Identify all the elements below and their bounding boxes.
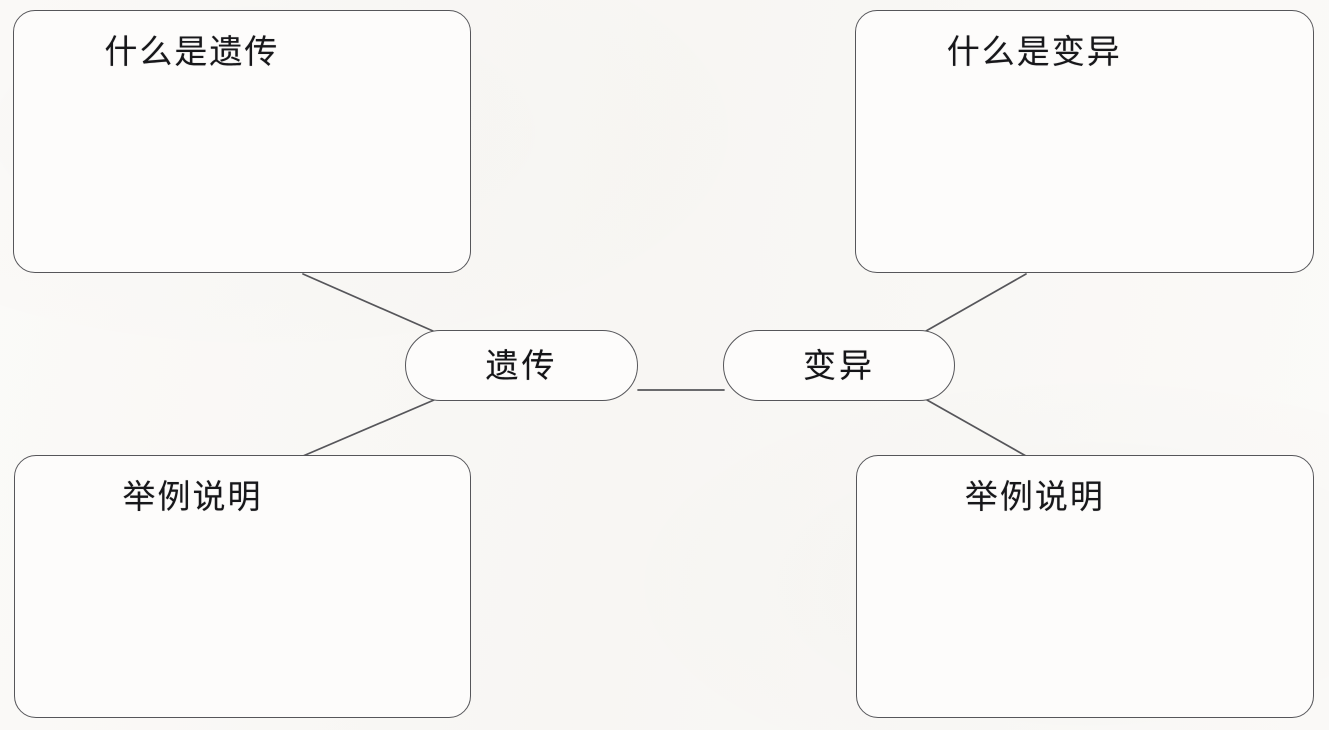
- box-what-is-variation[interactable]: 什么是变异: [855, 10, 1314, 273]
- box-example-heredity[interactable]: 举例说明: [14, 455, 471, 718]
- box-label: 举例说明: [964, 477, 1105, 516]
- box-label: 举例说明: [122, 477, 263, 516]
- box-label: 什么是变异: [946, 32, 1122, 71]
- node-variation[interactable]: 变异: [723, 330, 955, 401]
- node-label: 遗传: [485, 346, 558, 385]
- connector-topright-to-variation: [925, 273, 1027, 332]
- connector-variation-to-bottomright: [926, 399, 1027, 457]
- box-example-variation[interactable]: 举例说明: [856, 455, 1314, 718]
- box-label: 什么是遗传: [104, 32, 280, 71]
- connector-heredity-to-bottomleft: [302, 399, 435, 457]
- connector-topleft-to-heredity: [302, 273, 434, 332]
- box-what-is-heredity[interactable]: 什么是遗传: [13, 10, 471, 273]
- node-label: 变异: [803, 346, 875, 385]
- node-heredity[interactable]: 遗传: [405, 330, 638, 401]
